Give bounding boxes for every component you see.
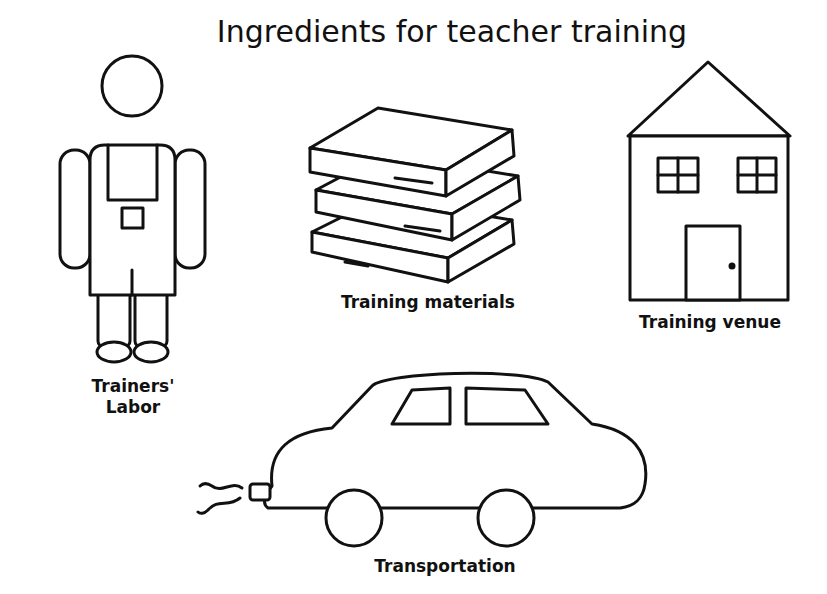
right-foot	[134, 342, 168, 362]
car-window	[466, 388, 548, 424]
trainer-figure	[60, 56, 205, 362]
leg-split	[131, 270, 134, 295]
picture-label: Trainers' Labor	[77, 376, 189, 419]
car-body	[265, 373, 646, 508]
exhaust-pipe	[250, 484, 270, 500]
door	[686, 226, 740, 300]
exhaust-smoke	[198, 498, 240, 513]
right-arm	[175, 150, 205, 268]
left-foot	[97, 342, 131, 362]
head	[102, 56, 162, 116]
car	[198, 373, 646, 546]
overall-bib	[108, 145, 157, 200]
house-wall	[630, 136, 788, 300]
window	[738, 158, 776, 192]
exhaust-smoke	[200, 484, 242, 489]
house	[628, 62, 790, 300]
picture-label: Training venue	[615, 312, 805, 333]
wheel	[478, 490, 534, 546]
books	[310, 108, 520, 282]
diagram-title: Ingredients for teacher training	[217, 14, 687, 49]
roof	[628, 62, 790, 136]
left-arm	[60, 150, 90, 268]
torso	[90, 145, 175, 295]
pocket	[122, 208, 143, 228]
book	[310, 108, 514, 196]
wheel	[326, 490, 382, 546]
door-knob	[730, 264, 734, 268]
window	[658, 158, 698, 192]
picture-label: Transportation	[325, 556, 565, 577]
car-window	[392, 388, 450, 424]
picture-label: Training materials	[303, 292, 553, 313]
